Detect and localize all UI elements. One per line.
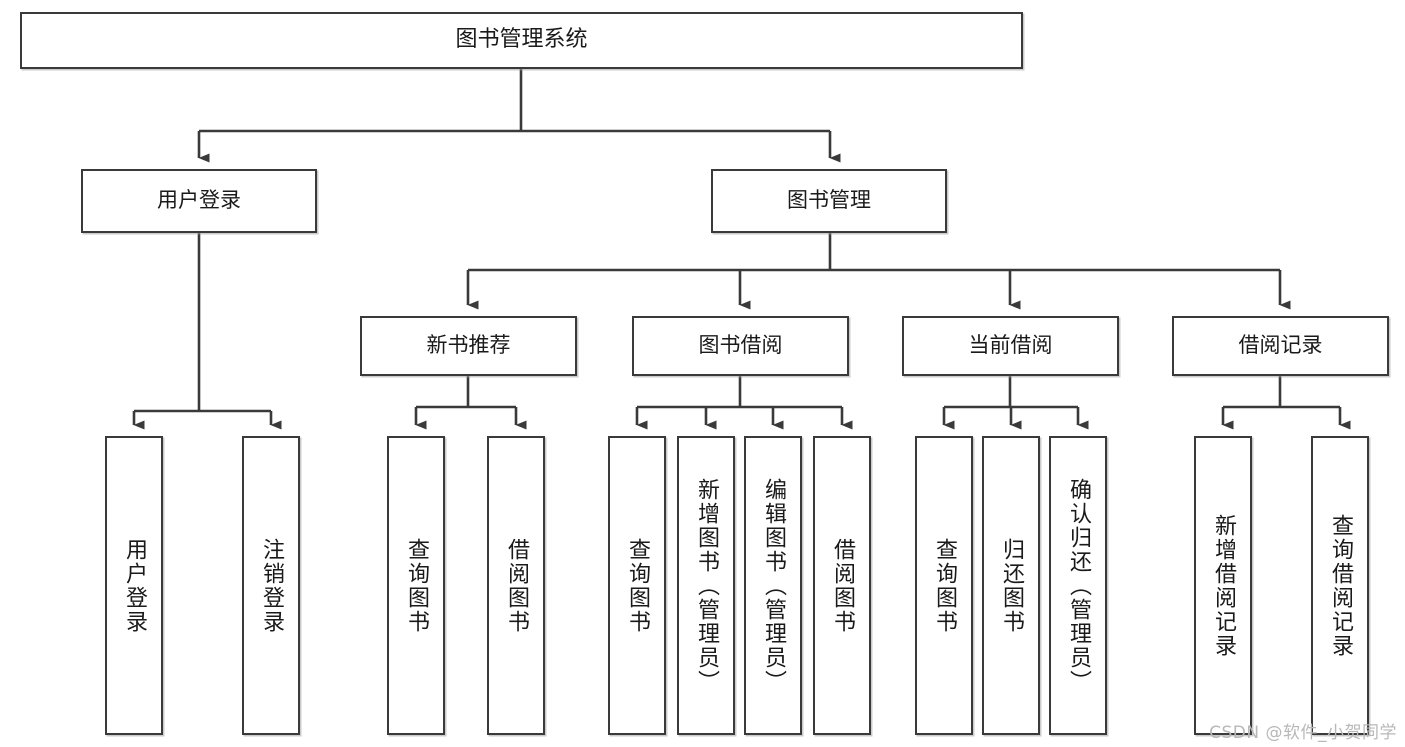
node-borrow-record-label: 借阅记录 [1238,333,1323,358]
leaf-user-login-label: 用户登录 [122,537,147,634]
watermark: CSDN @软件_小贺同学 [1209,723,1397,743]
leaf-bb-edit-book-label: 编辑图书（管理员） [761,477,786,694]
leaf-bb-query-book[interactable]: 查询图书 [608,436,666,735]
leaf-logout[interactable]: 注销登录 [242,436,300,735]
node-root-label: 图书管理系统 [455,27,588,53]
leaf-nb-query-book[interactable]: 查询图书 [387,436,445,735]
node-current-borrow[interactable]: 当前借阅 [902,316,1119,376]
node-new-book-recommend-label: 新书推荐 [426,333,511,358]
node-new-book-recommend[interactable]: 新书推荐 [360,316,577,376]
leaf-nb-borrow-book-label: 借阅图书 [504,537,529,634]
leaf-br-add-record-label: 新增借阅记录 [1211,513,1236,658]
leaf-cb-return-book[interactable]: 归还图书 [982,436,1040,735]
leaf-br-add-record[interactable]: 新增借阅记录 [1194,436,1252,735]
leaf-bb-query-book-label: 查询图书 [625,537,650,634]
leaf-nb-query-book-label: 查询图书 [404,537,429,634]
node-book-manage[interactable]: 图书管理 [711,169,947,233]
node-book-borrow-label: 图书借阅 [698,333,783,358]
node-root[interactable]: 图书管理系统 [20,12,1023,69]
leaf-br-query-record-label: 查询借阅记录 [1328,513,1353,658]
node-borrow-record[interactable]: 借阅记录 [1172,316,1389,376]
node-current-borrow-label: 当前借阅 [968,333,1053,358]
leaf-nb-borrow-book[interactable]: 借阅图书 [487,436,545,735]
leaf-bb-borrow-book[interactable]: 借阅图书 [813,436,871,735]
leaf-logout-label: 注销登录 [259,537,284,634]
leaf-cb-return-book-label: 归还图书 [999,537,1024,634]
leaf-cb-confirm-return-label: 确认归还（管理员） [1066,477,1091,694]
node-user-login[interactable]: 用户登录 [81,169,317,233]
leaf-user-login[interactable]: 用户登录 [105,436,163,735]
leaf-cb-query-book-label: 查询图书 [932,537,957,634]
leaf-bb-borrow-book-label: 借阅图书 [830,537,855,634]
node-book-borrow[interactable]: 图书借阅 [632,316,849,376]
leaf-br-query-record[interactable]: 查询借阅记录 [1311,436,1369,735]
leaf-bb-add-book[interactable]: 新增图书（管理员） [677,436,735,735]
leaf-bb-edit-book[interactable]: 编辑图书（管理员） [744,436,802,735]
leaf-bb-add-book-label: 新增图书（管理员） [694,477,719,694]
node-book-manage-label: 图书管理 [787,188,871,213]
leaf-cb-query-book[interactable]: 查询图书 [915,436,973,735]
node-user-login-label: 用户登录 [157,188,241,213]
leaf-cb-confirm-return[interactable]: 确认归还（管理员） [1049,436,1107,735]
